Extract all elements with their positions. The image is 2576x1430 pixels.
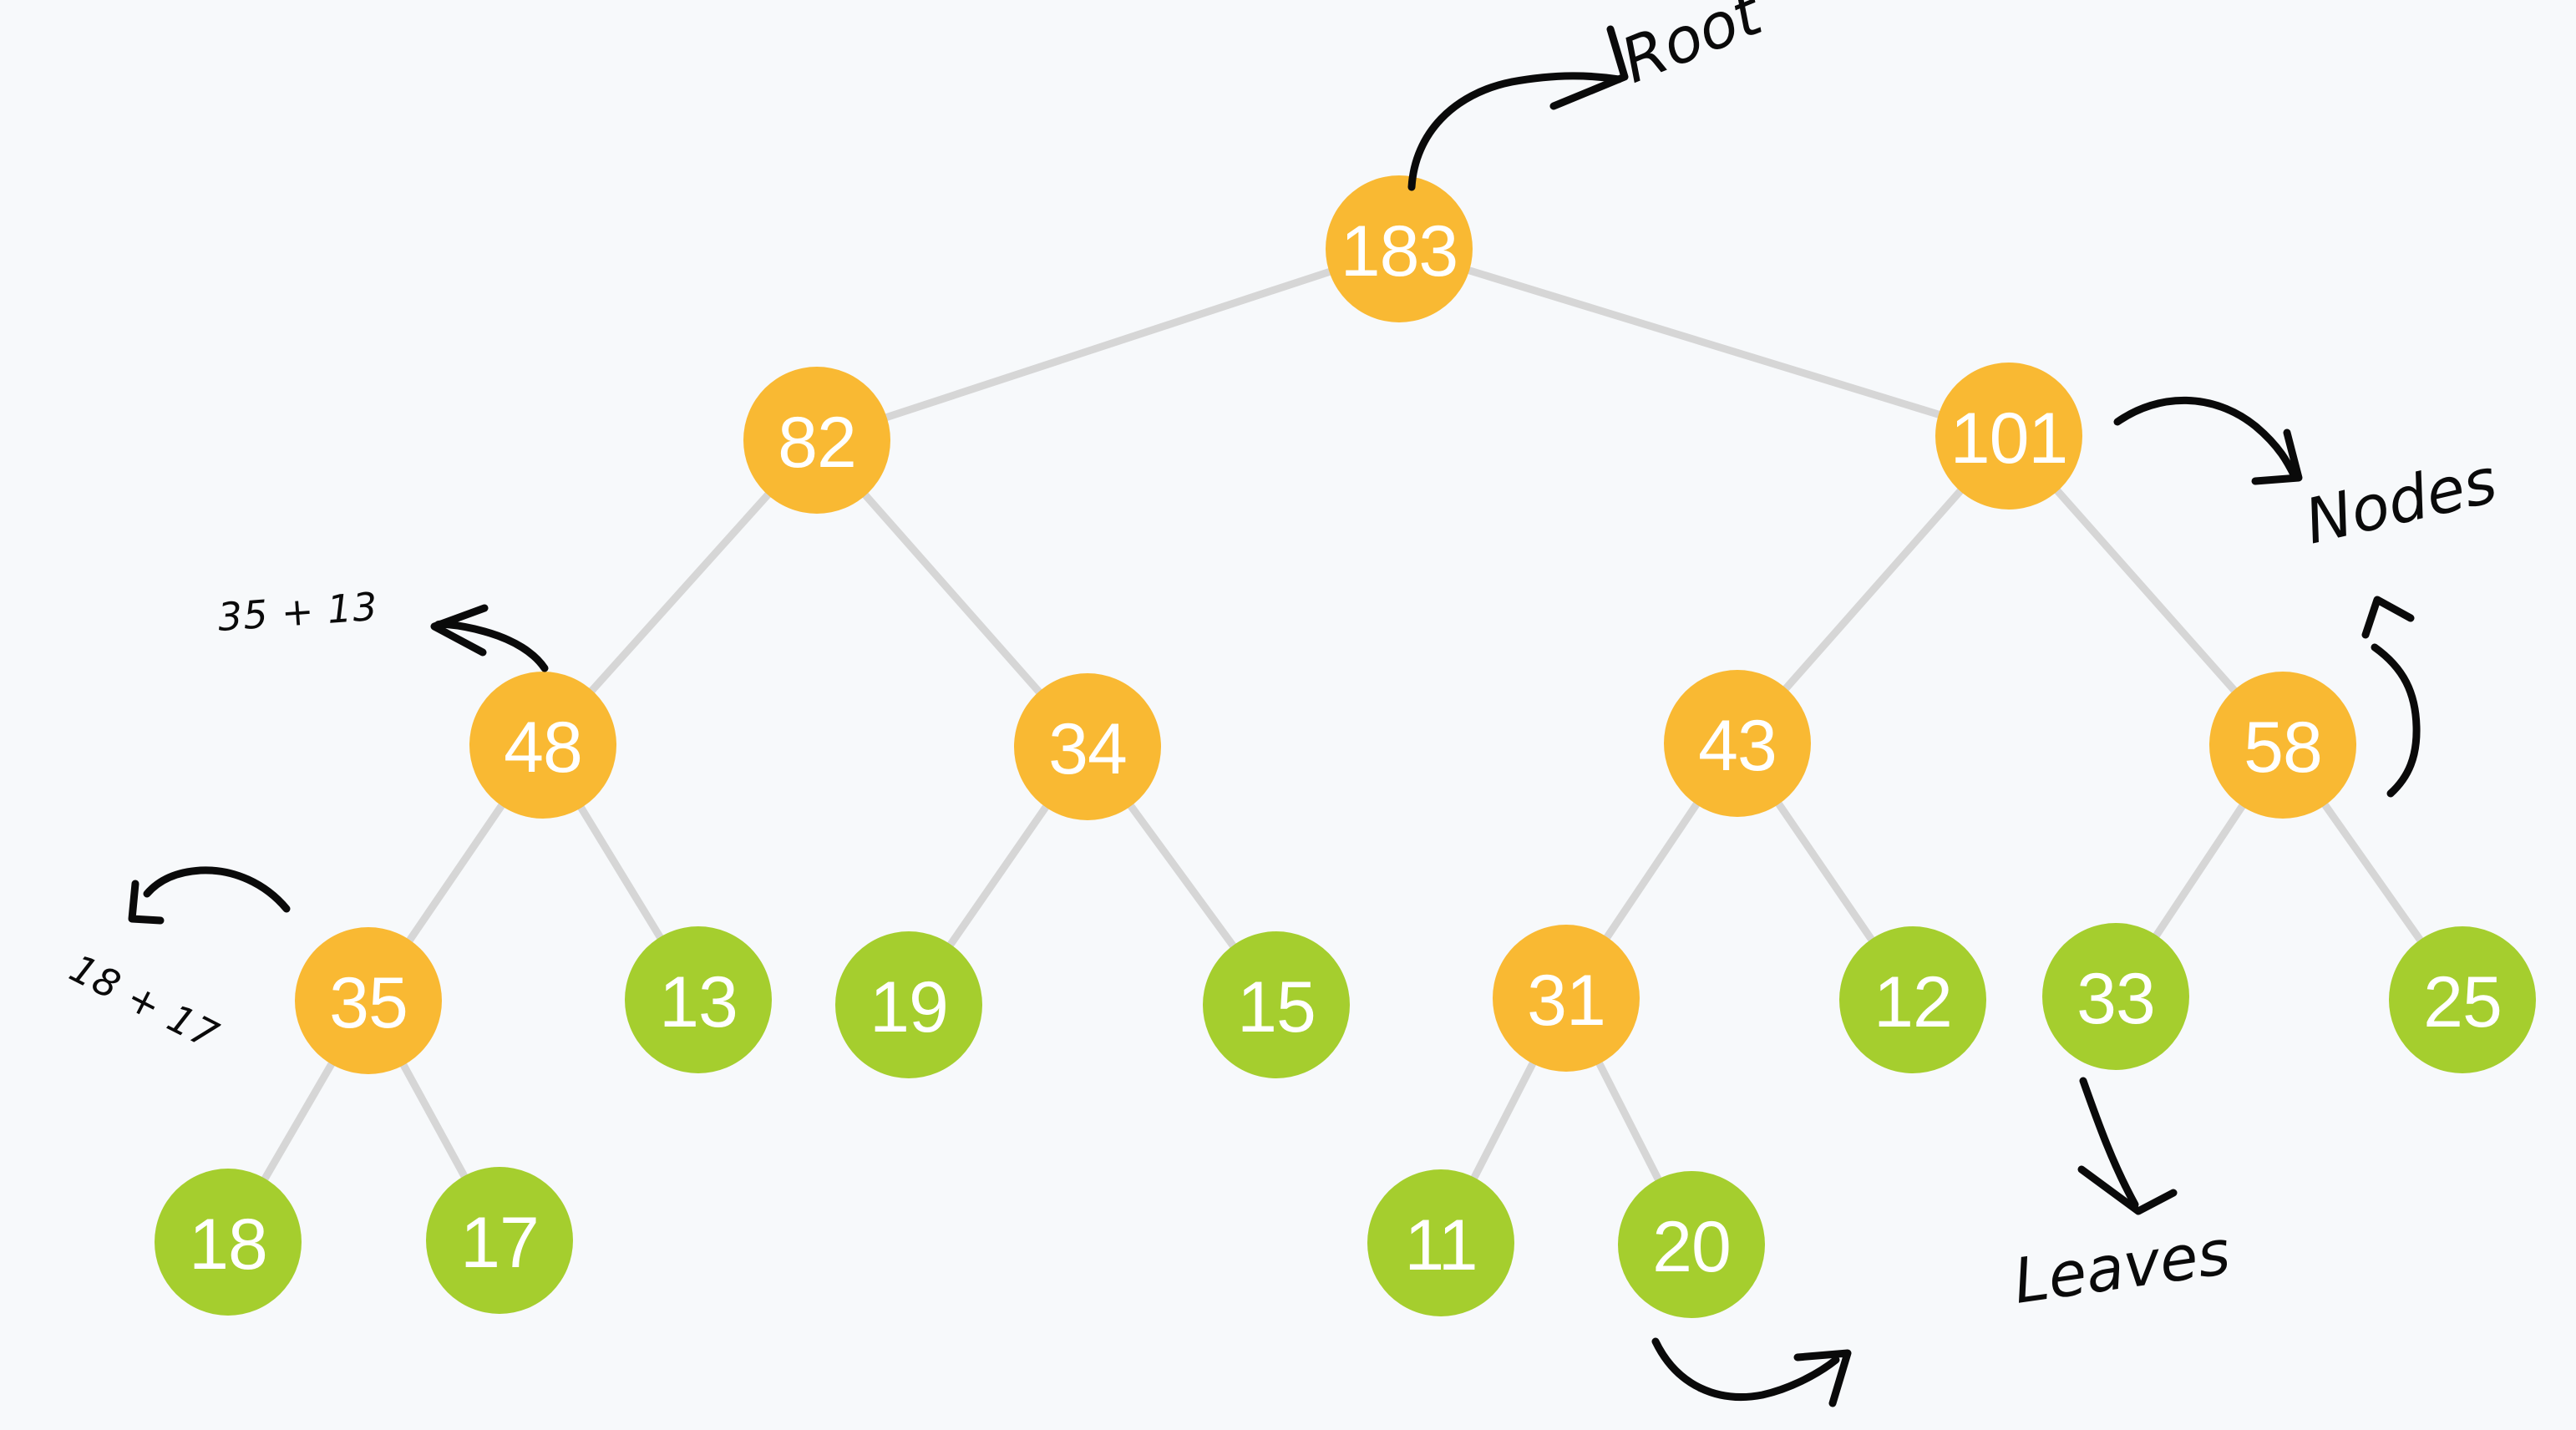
node-value-label: 43 [1698,706,1777,786]
nodes-arrow-from-101-curve [2113,396,2300,482]
node-value-label: 183 [1341,211,1458,292]
leaves-arrow-from-20-head [1793,1349,1852,1407]
tree-edge [403,798,509,948]
node-value-label: 82 [778,403,856,483]
node-circle[interactable] [469,672,616,819]
tree-node[interactable]: 11 [1367,1169,1514,1316]
root-arrow-curve [1407,72,1623,191]
node-value-label: 12 [1874,962,1952,1042]
tree-edge [258,1056,338,1187]
tree-node[interactable]: 43 [1664,670,1811,817]
tree-edge [585,487,775,698]
node-circle[interactable] [1618,1171,1765,1318]
node-value-label: 19 [870,967,948,1047]
tree-node[interactable]: 19 [835,931,982,1078]
sum35-arrow-head [128,880,165,925]
node-circle[interactable] [295,927,442,1074]
tree-node[interactable]: 33 [2042,923,2189,1070]
tree-node[interactable]: 13 [625,926,772,1073]
sum48-arrow-head [430,604,489,657]
node-value-label: 11 [1404,1205,1477,1285]
nodes-layer: 183 82 101 48 34 43 58 35 13 19 15 31 12 33 25 18 17 11 20 [155,175,2536,1318]
leaves-arrow-from-20-curve [1651,1337,1840,1401]
tree-node[interactable]: 58 [2209,672,2356,819]
node-circle[interactable] [625,926,772,1073]
tree-node[interactable]: 20 [1618,1171,1765,1318]
tree-node[interactable]: 18 [155,1169,302,1316]
nodes-arrow-from-101-head [2251,428,2303,485]
tree-edge [1460,265,1948,420]
tree-edge [575,799,667,946]
node-circle[interactable] [1014,673,1161,820]
node-value-label: 33 [2077,959,2155,1039]
tree-edge [878,266,1338,423]
node-circle[interactable] [1367,1169,1514,1316]
node-circle[interactable] [155,1169,302,1316]
tree-edge [1593,1055,1665,1188]
node-circle[interactable] [743,367,890,514]
node-value-label: 15 [1237,967,1316,1047]
nodes-arrow-from-58-head [2361,596,2415,639]
tree-node[interactable]: 183 [1326,175,1473,322]
node-value-label: 17 [460,1203,539,1283]
sum35-arrow-curve [143,866,291,913]
tree-node[interactable]: 17 [426,1167,573,1314]
tree-edge [2149,798,2249,944]
node-value-label: 58 [2244,707,2322,788]
root-arrow-head [1549,25,1629,110]
tree-edge [397,1057,471,1184]
node-circle[interactable] [835,931,982,1078]
annotation-sum-48: 35 + 13 [216,584,549,672]
node-value-label: 18 [189,1204,267,1285]
leaves-arrow-from-33-head [2077,1165,2178,1215]
tree-edge [2050,483,2242,698]
node-value-label: 35 [329,963,408,1043]
tree-edge [1778,483,1968,697]
tree-node[interactable]: 12 [1839,926,1986,1073]
tree-edge [1468,1055,1539,1186]
tree-edge [1772,796,1879,947]
edges-layer [258,265,2427,1188]
node-value-label: 31 [1527,961,1605,1041]
tree-edge [858,487,1047,700]
node-circle[interactable] [1493,925,1640,1072]
tree-edge [944,799,1052,953]
node-value-label: 101 [1950,398,2068,479]
tree-node[interactable]: 82 [743,367,890,514]
tree-node[interactable]: 15 [1203,931,1350,1078]
leaves-arrow-from-33-curve [2079,1077,2139,1209]
node-value-label: 13 [659,962,738,1042]
node-circle[interactable] [1326,175,1473,322]
nodes-arrow-from-58-curve [2371,643,2421,798]
tree-node[interactable]: 35 [295,927,442,1074]
node-circle[interactable] [2042,923,2189,1070]
tree-node[interactable]: 34 [1014,673,1161,820]
tree-node[interactable]: 48 [469,672,616,819]
node-circle[interactable] [1839,926,1986,1073]
node-circle[interactable] [2209,672,2356,819]
tree-edge [2318,797,2427,948]
node-circle[interactable] [1203,931,1350,1078]
node-circle[interactable] [426,1167,573,1314]
tree-node[interactable]: 31 [1493,925,1640,1072]
node-value-label: 48 [504,707,582,788]
node-circle[interactable] [1664,670,1811,817]
node-circle[interactable] [1935,363,2082,510]
sum48-label: 35 + 13 [216,584,379,640]
tree-node[interactable]: 101 [1935,363,2082,510]
node-value-label: 34 [1048,709,1127,789]
tree-edge [1600,796,1703,946]
tree-edge [1123,798,1240,954]
tree-node[interactable]: 25 [2389,926,2536,1073]
node-value-label: 25 [2423,962,2502,1042]
node-value-label: 20 [1652,1207,1731,1287]
node-circle[interactable] [2389,926,2536,1073]
